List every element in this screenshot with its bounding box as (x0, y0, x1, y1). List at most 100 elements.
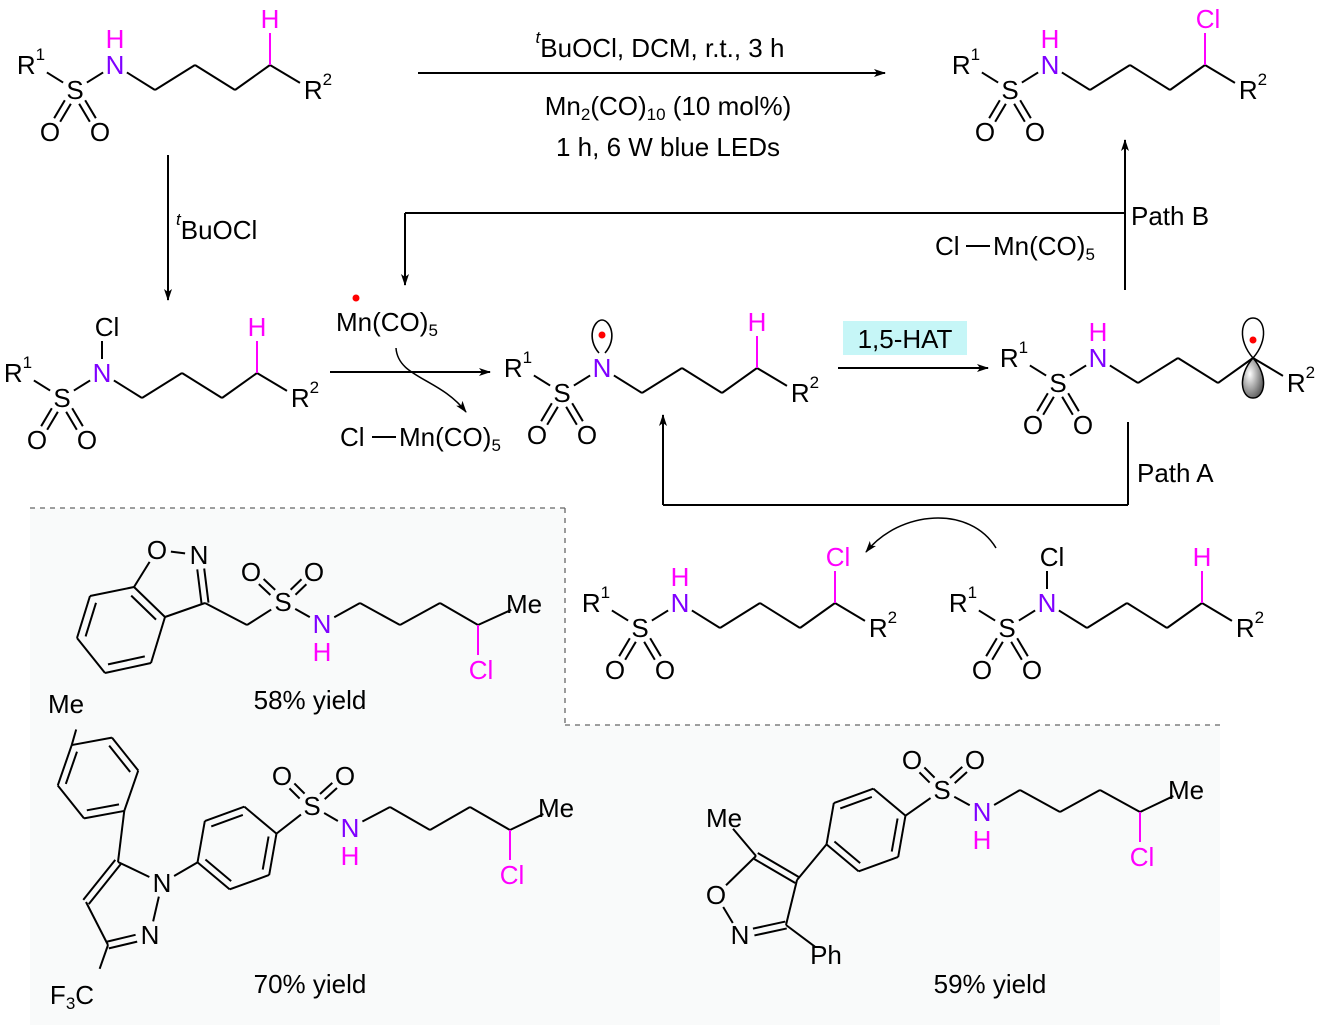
atom-n: N (1089, 343, 1108, 373)
r1-label: R1 (504, 348, 532, 384)
atom-o: O (1073, 410, 1093, 440)
bond-line (46, 71, 64, 84)
r2-label: R2 (1236, 608, 1264, 644)
bond-line (565, 406, 578, 426)
bond-line (106, 933, 136, 943)
double-bond-line (210, 813, 244, 828)
atom-cl: Cl (469, 655, 494, 685)
atom-s-part: S (1049, 368, 1066, 398)
bond-line (533, 374, 551, 387)
bond-line (70, 729, 78, 746)
r2-label: R2 (1239, 70, 1267, 106)
bond-line (719, 602, 761, 629)
bond-line (1252, 357, 1284, 377)
double-bond-line (64, 751, 78, 785)
bond-line (56, 784, 85, 820)
yield-label: 70% yield (254, 969, 367, 999)
atom-n-part: N (153, 868, 172, 898)
bond-line (757, 852, 800, 878)
c-chlorine: Cl (1196, 4, 1221, 34)
bond-line (904, 797, 932, 817)
r1-label-part: 1 (523, 348, 532, 367)
bond-line (1059, 789, 1101, 813)
bond-line (113, 379, 143, 399)
r1-label: R1 (4, 353, 32, 389)
atom-o: O (605, 655, 625, 685)
atom-ph: Ph (810, 940, 842, 970)
bond-line (722, 906, 734, 924)
atom-n-part: N (731, 920, 750, 950)
atom-o-part: O (40, 117, 60, 147)
bond-line (82, 859, 117, 901)
bond-line (293, 782, 306, 795)
atom-o-part: O (27, 425, 47, 455)
r2-label-part: 2 (1258, 70, 1267, 89)
bond-line (389, 806, 431, 831)
bond-line (33, 379, 51, 392)
atom-cl: Cl (1130, 842, 1155, 872)
atom-n-part: N (93, 358, 112, 388)
bond-line (1126, 602, 1168, 629)
atom-o: O (147, 535, 167, 565)
bond-line (246, 608, 272, 626)
double-bond-line (84, 602, 97, 637)
atom-me-part: Me (706, 803, 742, 833)
n-chlorine-part: Cl (1040, 542, 1065, 572)
r2-label-part: 2 (310, 378, 319, 397)
bond-line (991, 641, 1004, 661)
path-b-label: Path B (1131, 201, 1209, 231)
n-hydrogen: H (1041, 24, 1060, 54)
atom-o: O (527, 420, 547, 450)
bond-line (111, 736, 140, 772)
atom-o-part: O (335, 761, 355, 791)
atom-cl-part: Cl (1130, 842, 1155, 872)
path-a-label-part: Path A (1137, 458, 1214, 488)
atom-n: N (141, 920, 160, 950)
atom-o: O (972, 655, 992, 685)
bond-line (477, 608, 512, 626)
yield-label-part: 58% yield (254, 685, 367, 715)
atom-s: S (553, 378, 570, 408)
atom-s-part: S (631, 613, 648, 643)
double-bond-line (108, 745, 131, 773)
bond-line (1177, 357, 1219, 384)
atom-s: S (53, 383, 70, 413)
bond-line (268, 833, 278, 876)
bond-line (123, 770, 140, 812)
atom-o: O (304, 557, 324, 587)
c-chlorine: Cl (826, 542, 851, 572)
double-bond-line (839, 795, 873, 810)
bond-line (194, 64, 236, 91)
c-hydrogen: H (261, 4, 280, 34)
bond-line (133, 561, 151, 588)
atom-n-part: N (313, 609, 332, 639)
bond-line (681, 367, 723, 394)
bond-line (918, 771, 931, 784)
atom-o-part: O (1022, 655, 1042, 685)
bond-line (439, 602, 479, 626)
c-hydrogen-part: H (261, 4, 280, 34)
atom-s: S (303, 791, 320, 821)
n-chlorine-part: Cl (95, 312, 120, 342)
r2-label-part: 2 (810, 373, 819, 392)
atom-o: O (706, 880, 726, 910)
bond-line (126, 71, 156, 91)
bond-line (83, 809, 125, 820)
atom-me: Me (1168, 775, 1204, 805)
bond-line (754, 927, 787, 937)
bond-line (1169, 64, 1206, 91)
radical-dot (352, 294, 360, 302)
atom-o-part: O (304, 557, 324, 587)
bond-line (46, 411, 59, 431)
r2-label: R2 (291, 378, 319, 414)
bond-line (152, 896, 160, 922)
bond-line (1042, 396, 1055, 416)
bond-line (1137, 357, 1179, 384)
atom-s: S (998, 613, 1015, 643)
c-hydrogen: H (248, 312, 267, 342)
r2-label-part: R (791, 378, 810, 408)
trifluoromethyl-label-part: C (75, 980, 94, 1010)
r1-label-part: R (4, 358, 23, 388)
n-chlorine: Cl (1040, 542, 1065, 572)
